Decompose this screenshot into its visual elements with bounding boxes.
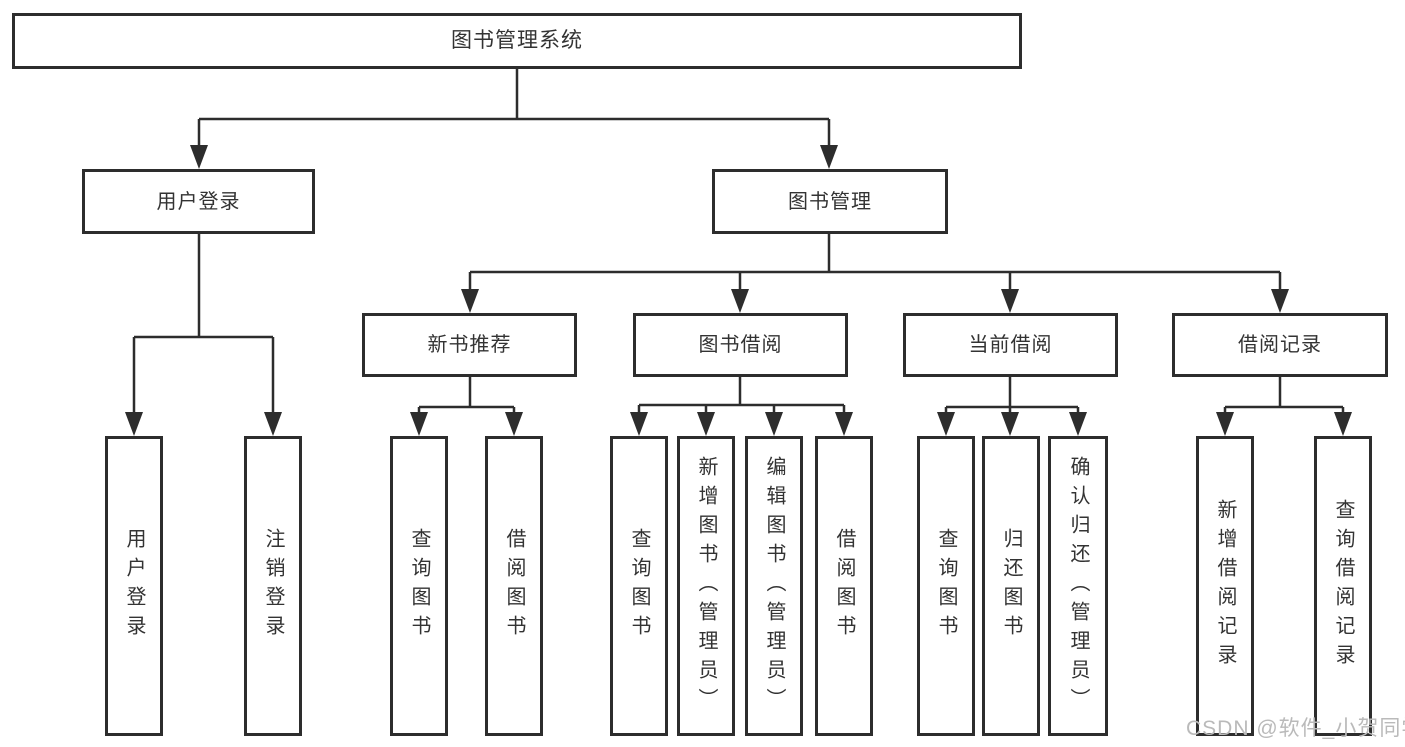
node-root-label: 图书管理系统 xyxy=(451,29,583,53)
leaf-query-books-3-label: 查询图书 xyxy=(935,528,957,644)
node-root: 图书管理系统 xyxy=(12,13,1022,69)
leaf-borrow-books-1-label: 借阅图书 xyxy=(503,528,525,644)
leaf-logout: 注销登录 xyxy=(244,436,302,736)
connector-borrow-records-leaves xyxy=(1223,377,1345,413)
node-user-login: 用户登录 xyxy=(82,169,315,234)
node-book-management: 图书管理 xyxy=(712,169,948,234)
leaf-query-borrow-record-label: 查询借阅记录 xyxy=(1332,499,1354,673)
node-book-borrow: 图书借阅 xyxy=(633,313,848,377)
leaf-add-borrow-record: 新增借阅记录 xyxy=(1196,436,1254,736)
leaf-return-books-label: 归还图书 xyxy=(1000,528,1022,644)
leaf-borrow-books-2-label: 借阅图书 xyxy=(833,528,855,644)
watermark: CSDN @软件_小贺同学 xyxy=(1186,717,1405,740)
node-book-management-label: 图书管理 xyxy=(788,190,872,213)
leaf-add-books-admin: 新增图书（管理员） xyxy=(677,436,735,736)
leaf-user-login: 用户登录 xyxy=(105,436,163,736)
leaf-confirm-return-admin: 确认归还（管理员） xyxy=(1048,436,1108,736)
leaf-borrow-books-1: 借阅图书 xyxy=(485,436,543,736)
leaf-confirm-return-admin-label: 确认归还（管理员） xyxy=(1067,455,1089,717)
leaf-borrow-books-2: 借阅图书 xyxy=(815,436,873,736)
connector-current-borrow-leaves xyxy=(944,377,1080,413)
leaf-add-borrow-record-label: 新增借阅记录 xyxy=(1214,499,1236,673)
leaf-query-books-1: 查询图书 xyxy=(390,436,448,736)
connector-book-borrow-leaves xyxy=(637,377,846,413)
leaf-edit-books-admin-label: 编辑图书（管理员） xyxy=(763,455,785,717)
leaf-user-login-label: 用户登录 xyxy=(123,528,145,644)
leaf-add-books-admin-label: 新增图书（管理员） xyxy=(695,455,717,717)
connector-new-book-recommend-leaves xyxy=(417,377,516,413)
node-user-login-label: 用户登录 xyxy=(156,190,241,213)
connector-book-management-children xyxy=(468,234,1282,290)
node-current-borrow-label: 当前借阅 xyxy=(968,334,1053,356)
node-new-book-recommend-label: 新书推荐 xyxy=(427,334,512,356)
node-current-borrow: 当前借阅 xyxy=(903,313,1118,377)
node-borrow-records-label: 借阅记录 xyxy=(1238,334,1322,356)
leaf-query-books-1-label: 查询图书 xyxy=(408,528,430,644)
connector-root-to-level2 xyxy=(197,69,831,146)
leaf-return-books: 归还图书 xyxy=(982,436,1040,736)
connector-user-login-leaves xyxy=(132,234,275,413)
node-new-book-recommend: 新书推荐 xyxy=(362,313,577,377)
leaf-logout-label: 注销登录 xyxy=(262,528,284,644)
node-book-borrow-label: 图书借阅 xyxy=(698,334,783,356)
leaf-edit-books-admin: 编辑图书（管理员） xyxy=(745,436,803,736)
node-borrow-records: 借阅记录 xyxy=(1172,313,1388,377)
leaf-query-books-3: 查询图书 xyxy=(917,436,975,736)
leaf-query-books-2: 查询图书 xyxy=(610,436,668,736)
leaf-query-books-2-label: 查询图书 xyxy=(628,528,650,644)
leaf-query-borrow-record: 查询借阅记录 xyxy=(1314,436,1372,736)
